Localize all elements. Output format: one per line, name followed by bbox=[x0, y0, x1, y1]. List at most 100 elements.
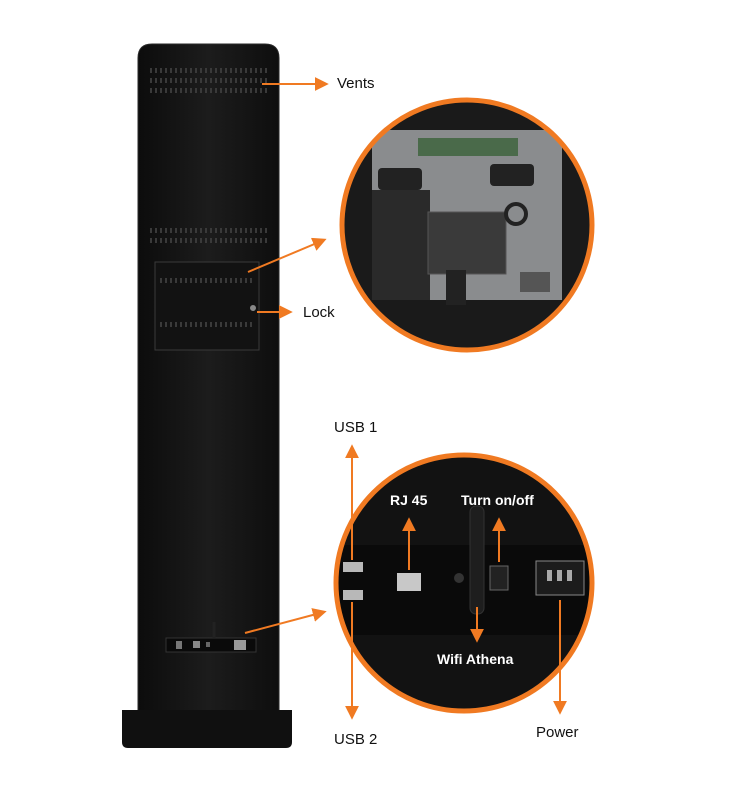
vent-slot bbox=[240, 278, 242, 283]
vent-slot bbox=[205, 278, 207, 283]
kiosk-tower bbox=[122, 43, 292, 748]
vent-slot bbox=[240, 322, 242, 327]
vent-slot bbox=[165, 88, 167, 93]
vent-slot bbox=[250, 322, 252, 327]
vent-slot bbox=[160, 278, 162, 283]
vent-slot bbox=[165, 238, 167, 243]
vent-slot bbox=[175, 278, 177, 283]
vent-slot bbox=[155, 78, 157, 83]
vent-slot bbox=[230, 278, 232, 283]
vent-slot bbox=[210, 88, 212, 93]
callout-arrows bbox=[244, 77, 567, 720]
vent-slot bbox=[245, 88, 247, 93]
vent-slot bbox=[235, 278, 237, 283]
vent-slot bbox=[215, 278, 217, 283]
vent-slot bbox=[255, 68, 257, 73]
vent-slot bbox=[260, 238, 262, 243]
vents-label: Vents bbox=[337, 75, 375, 92]
vent-slot bbox=[190, 278, 192, 283]
vent-slot bbox=[215, 68, 217, 73]
vent-slot bbox=[150, 238, 152, 243]
vent-slot bbox=[170, 278, 172, 283]
vent-slot bbox=[200, 322, 202, 327]
vent-slot bbox=[220, 88, 222, 93]
vent-slot bbox=[170, 78, 172, 83]
vent-slot bbox=[200, 88, 202, 93]
vent-slot bbox=[235, 78, 237, 83]
wifi-antenna-label: Wifi Athena bbox=[437, 651, 514, 667]
vent-slot bbox=[205, 68, 207, 73]
vent-slot bbox=[170, 68, 172, 73]
vent-slot bbox=[200, 68, 202, 73]
vent-slot bbox=[195, 238, 197, 243]
vent-slot bbox=[150, 228, 152, 233]
vent-slot bbox=[215, 322, 217, 327]
vent-slot bbox=[235, 238, 237, 243]
vent-slot bbox=[225, 278, 227, 283]
vent-slot bbox=[190, 78, 192, 83]
vent-slot bbox=[230, 88, 232, 93]
vent-slot bbox=[190, 238, 192, 243]
vent-slot bbox=[265, 68, 267, 73]
vent-slot bbox=[230, 68, 232, 73]
vent-slot bbox=[255, 88, 257, 93]
vent-slot bbox=[235, 88, 237, 93]
vent-slot bbox=[190, 88, 192, 93]
vent-slot bbox=[225, 68, 227, 73]
vent-slot bbox=[180, 278, 182, 283]
vent-slot bbox=[240, 238, 242, 243]
vent-slot bbox=[230, 238, 232, 243]
vent-slot bbox=[180, 68, 182, 73]
panel-vents-icon bbox=[160, 278, 252, 327]
vent-slot bbox=[200, 78, 202, 83]
vent-slot bbox=[235, 228, 237, 233]
vent-slot bbox=[185, 88, 187, 93]
vent-slot bbox=[245, 68, 247, 73]
vent-slot bbox=[245, 278, 247, 283]
vent-slot bbox=[205, 78, 207, 83]
port-strip bbox=[165, 622, 257, 653]
speaker-left bbox=[378, 168, 422, 190]
rj45-label: RJ 45 bbox=[390, 492, 428, 508]
ports-closeup-circle bbox=[333, 452, 595, 714]
vent-slot bbox=[245, 78, 247, 83]
vent-slot bbox=[160, 78, 162, 83]
vent-slot bbox=[160, 238, 162, 243]
vent-slot bbox=[265, 228, 267, 233]
vent-slot bbox=[225, 238, 227, 243]
vent-slot bbox=[195, 322, 197, 327]
vent-slot bbox=[155, 88, 157, 93]
vent-slot bbox=[195, 228, 197, 233]
vent-slot bbox=[230, 228, 232, 233]
vent-slot bbox=[250, 238, 252, 243]
vent-slot bbox=[205, 238, 207, 243]
vent-slot bbox=[195, 68, 197, 73]
vent-slot bbox=[180, 322, 182, 327]
vent-slot bbox=[260, 78, 262, 83]
vent-slot bbox=[260, 88, 262, 93]
vent-slots-icon bbox=[150, 68, 267, 93]
vent-slot bbox=[165, 68, 167, 73]
vent-slot bbox=[240, 68, 242, 73]
vent-slot bbox=[210, 278, 212, 283]
vent-slot bbox=[150, 78, 152, 83]
usb1-label: USB 1 bbox=[334, 419, 378, 436]
vent-slot bbox=[180, 228, 182, 233]
circuit-board bbox=[427, 211, 507, 275]
vent-slot bbox=[235, 68, 237, 73]
vent-slot bbox=[210, 228, 212, 233]
vent-slot bbox=[260, 68, 262, 73]
ports-arrow bbox=[244, 608, 327, 634]
vent-slot bbox=[195, 78, 197, 83]
vent-slot bbox=[175, 322, 177, 327]
vent-slot bbox=[190, 68, 192, 73]
vent-slot bbox=[220, 78, 222, 83]
lock-icon bbox=[250, 305, 256, 311]
vent-slot bbox=[220, 278, 222, 283]
usb2-label: USB 2 bbox=[334, 731, 378, 748]
vent-slot bbox=[250, 78, 252, 83]
vent-slot bbox=[265, 78, 267, 83]
lock-label: Lock bbox=[303, 304, 335, 321]
vent-slot bbox=[185, 68, 187, 73]
